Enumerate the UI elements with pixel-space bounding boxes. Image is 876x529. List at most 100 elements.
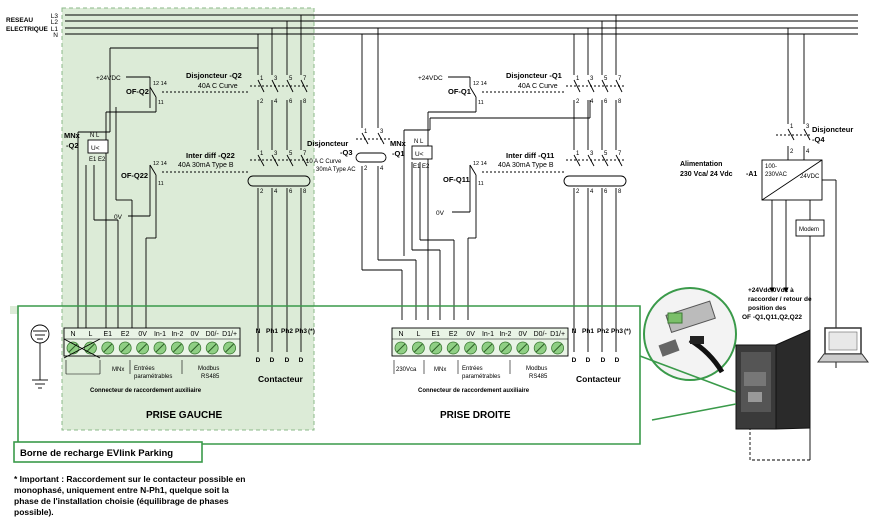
q3-terminal: 4 [380,166,384,172]
svg-text:3: 3 [590,151,594,157]
group-label: Entrées [462,366,483,372]
svg-text:8: 8 [303,189,307,195]
contactor-terminal: Ph2 [281,328,293,335]
terminal-label: 0V [191,331,200,338]
psu-input-label: 100- [765,164,777,170]
contactor-output: D [270,357,275,364]
left-outlet-title: PRISE GAUCHE [146,410,222,421]
terminal-label: N [398,331,403,338]
terminal-label: L [88,331,92,338]
terminal-label: N [70,331,75,338]
svg-text:3: 3 [274,151,278,157]
contactor-output: D [299,357,304,364]
svg-text:1: 1 [260,151,264,157]
footnote-line: * Important : Raccordement sur le contac… [14,474,246,484]
terminal-label: D0/- [206,331,220,338]
aux-terminal: 11 [158,100,164,106]
contactor-terminal: Ph3 [295,328,307,335]
terminal-label: E2 [121,331,130,338]
feedback-note: raccorder / retour de [748,296,812,303]
footnote: * Important : Raccordement sur le contac… [14,474,314,518]
aux-q22-supply: 0V [114,214,123,221]
breaker-q3-spec1: 10 A C Curve [306,159,342,165]
group-label: RS485 [529,374,548,380]
aux-terminal: 12 14 [473,161,487,167]
svg-text:6: 6 [604,99,608,105]
screw-slot [414,343,423,353]
screw-slot [396,343,406,353]
connector-caption: Connecteur de raccordement auxiliaire [418,388,530,394]
svg-text:7: 7 [303,76,307,82]
rcd-q11-symbol [563,154,627,187]
svg-text:5: 5 [604,76,608,82]
svg-text:4: 4 [274,99,278,105]
right-aux-wiring [403,76,591,320]
q4-id: -Q4 [812,135,825,144]
contactor-output: D [615,357,620,364]
screw-slot [103,343,113,353]
q4-terminal: 3 [806,124,810,130]
svg-text:2: 2 [576,189,580,195]
screw-slot [120,343,130,353]
contactor-caption: Contacteur [576,374,622,384]
svg-text:2: 2 [260,99,264,105]
psu-title: Alimentation [680,161,722,168]
breaker-q3-title: Disjoncteur [307,139,348,148]
footnote-line: possible). [14,507,54,517]
q3-terminal: 3 [380,129,384,135]
psu-ref: -A1 [746,171,757,178]
mnx-coil-symbol: U< [415,151,424,158]
screw-slot [173,343,182,353]
group-label: paramétrables [134,374,172,380]
right-group-brackets [393,360,511,374]
svg-text:4: 4 [590,189,594,195]
breaker-q3-id: -Q3 [340,148,353,157]
left-zone-notch [10,306,18,314]
screw-slot [138,343,147,353]
left-aux-wiring [77,47,258,330]
aux-terminal: 12 14 [153,161,167,167]
breaker-q1-title: Disjoncteur -Q1 [506,71,562,80]
charging-cabinet-icon [735,329,811,430]
terminal-label: 0V [519,331,528,338]
connector-zoom-icon [643,287,737,381]
terminal-label: E1 [432,331,441,338]
group-label: RS485 [201,374,220,380]
screw-slot [535,343,545,353]
mnx-q2-coil [87,139,109,154]
screw-slot [466,343,475,353]
aux-q1-supply: +24VDC [418,75,443,82]
contactor-output: D [285,357,290,364]
svg-text:3: 3 [590,76,594,82]
terminal-label: D1/+ [222,331,237,338]
svg-text:7: 7 [303,151,307,157]
group-label: 230Vca [396,367,417,373]
group-label: MNx [112,367,124,373]
svg-text:1: 1 [260,76,264,82]
aux-q11-supply: 0V [436,210,445,217]
svg-text:1: 1 [576,76,580,82]
q4-terminal: 2 [790,149,794,155]
contactor-output: D [572,357,577,364]
terminal-label: 0V [466,331,475,338]
network-title: RESEAU [6,17,33,24]
contactor-output: D [601,357,606,364]
breaker-q2-title: Disjoncteur -Q2 [186,71,242,80]
terminal-label: D1/+ [550,331,565,338]
connector-caption: Connecteur de raccordement auxiliaire [90,388,202,394]
contactor-terminal: Ph3 [611,328,623,335]
contactor-terminal: N [256,328,261,335]
screw-slot [501,343,510,353]
q4-terminal: 4 [806,149,810,155]
svg-text:7: 7 [618,151,622,157]
breaker-q3-spec2: 30mA Type AC [316,167,356,173]
breaker-q3-wiring [355,28,417,320]
screw-slot [518,343,528,353]
mnx-terminal: E1 E2 [89,157,106,163]
